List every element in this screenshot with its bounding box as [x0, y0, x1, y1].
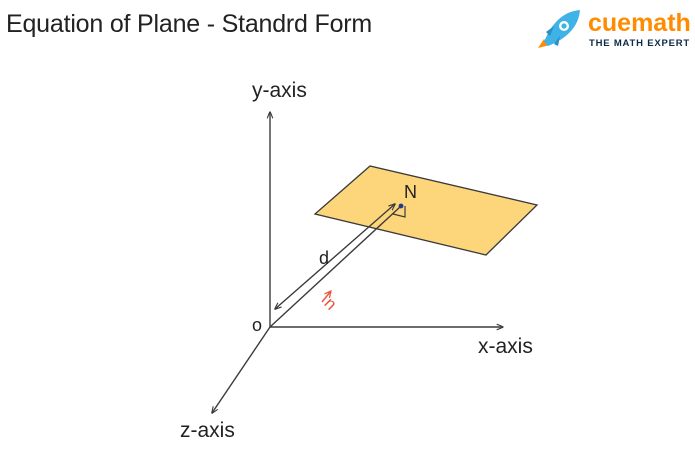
distance-label: d [319, 248, 329, 268]
point-n [398, 203, 404, 209]
normal-vector-label: n [320, 294, 340, 314]
normal-vector-arrow [321, 291, 331, 303]
cuemath-logo: cuemath THE MATH EXPERT [530, 6, 692, 56]
logo-wordmark: cuemath [588, 9, 691, 37]
y-axis-label: y-axis [252, 79, 307, 102]
logo-tagline: THE MATH EXPERT [589, 38, 691, 49]
distance-arrow [275, 204, 395, 309]
origin-label: o [252, 315, 262, 335]
page-title: Equation of Plane - Standrd Form [6, 10, 373, 38]
x-axis-label: x-axis [478, 335, 533, 358]
right-angle-marker [392, 206, 406, 218]
rocket-icon [538, 10, 580, 48]
z-axis-line [212, 326, 271, 413]
z-axis-label: z-axis [180, 419, 235, 442]
origin-to-n-line [269, 206, 401, 328]
point-n-label: N [404, 182, 417, 202]
plane-shape [313, 165, 539, 256]
